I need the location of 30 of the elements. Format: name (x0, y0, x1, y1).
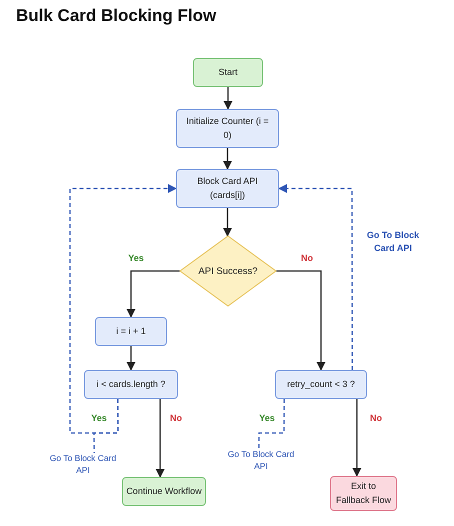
arrow (126, 346, 136, 371)
node-text: Block Card API (cards[i]) (196, 175, 259, 202)
dashed-arrow (69, 184, 177, 434)
arrow (156, 399, 165, 478)
end-box (330, 476, 397, 511)
node-text: API Success? (198, 266, 258, 276)
node-text: Go To Block Card API (228, 449, 294, 471)
dashed-arrow (278, 184, 353, 370)
node-text: Exit to Fallback Flow (334, 480, 392, 506)
node-text: Start (218, 66, 238, 79)
node-text: Continue Workflow (126, 484, 202, 498)
arrow (223, 87, 233, 110)
node-text: i < cards.length ? (96, 378, 166, 391)
terminal-box (193, 58, 263, 87)
terminal-box (122, 477, 206, 506)
node-text: retry_count < 3 ? (287, 378, 355, 391)
node-text: i = i + 1 (116, 324, 146, 338)
arrow (276, 270, 326, 371)
arrow (126, 270, 180, 318)
process-box (275, 370, 367, 399)
arrow (222, 208, 232, 237)
arrow (222, 148, 232, 170)
diagram-title: Bulk Card Blocking Flow (16, 6, 216, 26)
arrow (352, 399, 362, 477)
process-box (84, 370, 178, 399)
process-box (176, 169, 279, 208)
node-text: Go To Block Card API (50, 453, 116, 475)
process-box (95, 317, 167, 346)
process-box (176, 109, 279, 148)
node-text: Initialize Counter (i = 0) (186, 115, 270, 142)
